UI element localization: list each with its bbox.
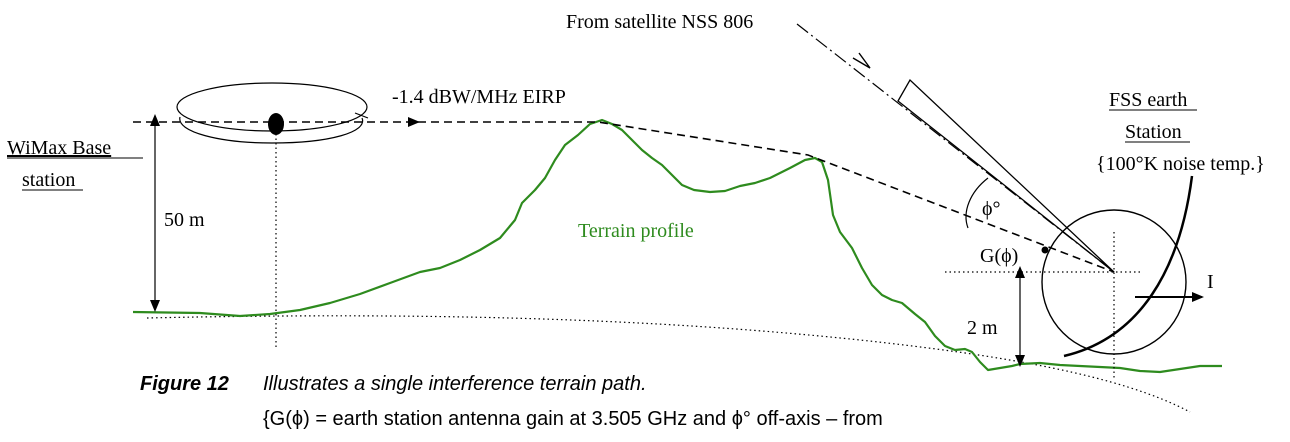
earth-station-beam-cone [897,78,1115,273]
earth-station-dish-arc [1063,175,1194,358]
base-station-label-line1: WiMax Base [7,137,111,159]
figure-title: Illustrates a single interference terrai… [263,373,647,395]
phi-label: ϕ° [982,198,1001,220]
fss-label-line2: Station [1125,121,1182,143]
height-50m-label: 50 m [164,209,205,231]
terrain-label: Terrain profile [578,220,694,242]
figure-note: {G(ϕ) = earth station antenna gain at 3.… [263,408,883,430]
base-antenna-pattern-lower [179,112,369,144]
figure-number: Figure 12 [140,373,229,395]
eirp-label: -1.4 dBW/MHz EIRP [392,86,566,108]
terrain-profile-line [132,118,1222,374]
gain-label: G(ϕ) [980,245,1018,267]
interference-label: I [1207,271,1214,293]
satellite-label: From satellite NSS 806 [566,11,753,33]
fss-label-line1: FSS earth [1109,89,1187,111]
phi-angle-arc [965,177,989,229]
satellite-dashdot-line [796,23,1115,273]
base-station-label-line2: station [22,169,75,191]
gain-point-dot [1041,246,1049,254]
base-antenna-dot [268,113,284,135]
earth-curvature-line [146,315,1191,413]
height-2m-label: 2 m [967,317,998,339]
fss-label-line3: {100°K noise temp.} [1096,153,1265,175]
satellite-arrowhead [852,52,871,69]
interference-dashed-path [418,121,1115,273]
